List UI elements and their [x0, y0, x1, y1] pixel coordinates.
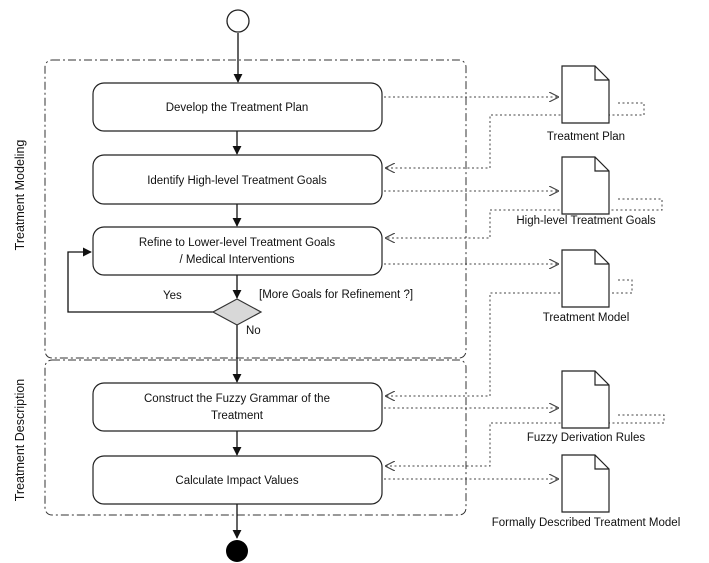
activity-calculate-impact-values — [92, 455, 383, 505]
activity-label: Develop the Treatment Plan — [166, 102, 309, 114]
document-label-high-level-goals: High-level Treatment Goals — [516, 215, 656, 227]
object-flow-plan-in — [386, 102, 645, 168]
document-label-formal-model: Formally Described Treatment Model — [492, 517, 681, 529]
decision-node — [211, 298, 263, 326]
object-flow-model-in — [386, 279, 633, 396]
document-treatment-plan-icon — [561, 65, 610, 124]
document-label-treatment-model: Treatment Model — [543, 312, 630, 324]
decision-yes-label: Yes — [163, 290, 182, 302]
document-label-fuzzy-rules: Fuzzy Derivation Rules — [527, 432, 645, 444]
activity-label-line-1: Refine to Lower-level Treatment Goals — [139, 237, 335, 249]
final-node — [226, 540, 248, 562]
partition-label-modeling: Treatment Modeling — [13, 140, 27, 251]
activity-label-line-2: / Medical Interventions — [179, 254, 294, 266]
document-formal-model-icon — [561, 454, 610, 513]
activity-refine-lower-level-goals — [92, 226, 383, 276]
initial-node — [226, 9, 250, 33]
document-fuzzy-rules-icon — [561, 370, 610, 429]
document-treatment-model-icon — [561, 249, 610, 308]
activity-label-line-1: Construct the Fuzzy Grammar of the — [144, 393, 330, 405]
document-high-level-goals-icon — [561, 156, 610, 215]
activity-identify-high-level-goals — [92, 154, 383, 205]
partition-treatment-modeling — [44, 59, 467, 359]
activity-develop-treatment-plan — [92, 82, 383, 132]
partition-label-description: Treatment Description — [13, 379, 27, 502]
decision-guard: [More Goals for Refinement ?] — [259, 289, 413, 301]
activity-label: Calculate Impact Values — [175, 475, 298, 487]
activity-label-line-2: Treatment — [211, 410, 264, 422]
partition-treatment-description — [44, 359, 467, 516]
flow-decision-yes-loop — [67, 247, 214, 313]
activity-construct-fuzzy-grammar — [92, 382, 383, 432]
activity-label: Identify High-level Treatment Goals — [147, 175, 327, 187]
document-label-treatment-plan: Treatment Plan — [547, 131, 625, 143]
decision-no-label: No — [246, 325, 261, 337]
